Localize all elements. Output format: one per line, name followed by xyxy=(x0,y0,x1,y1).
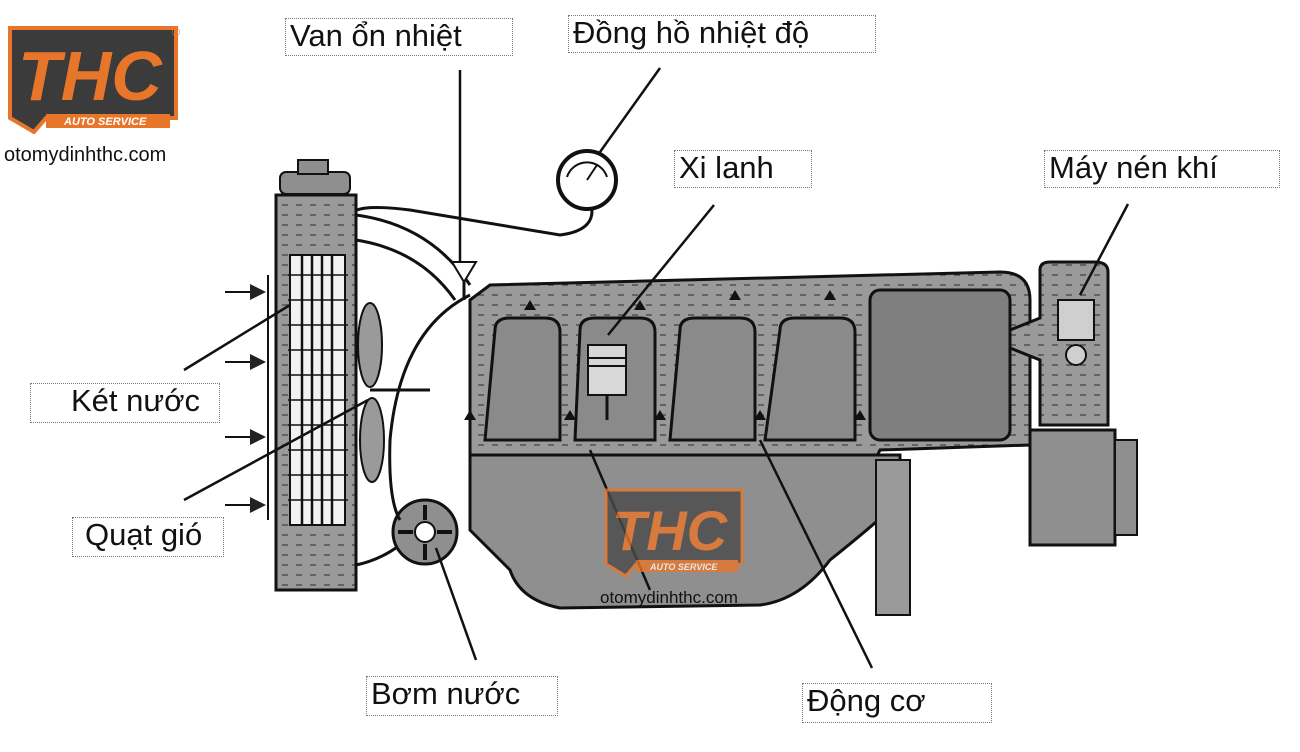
logo-sub: AUTO SERVICE xyxy=(63,116,147,128)
water-pump xyxy=(391,498,459,566)
piston xyxy=(587,344,627,420)
label-temperature-gauge: Đồng hồ nhiệt độ xyxy=(568,15,876,53)
label-water-pump: Bơm nước xyxy=(366,676,558,716)
label-air-compressor: Máy nén khí xyxy=(1044,150,1280,188)
air-compressor xyxy=(1008,260,1138,547)
label-thermostat: Van ổn nhiệt xyxy=(285,18,513,56)
watermark-sub: AUTO SERVICE xyxy=(649,562,718,572)
radiator xyxy=(225,159,472,592)
watermark-website: otomydinhthc.com xyxy=(600,588,738,607)
label-cylinder: Xi lanh xyxy=(674,150,812,188)
watermark-logo: THC AUTO SERVICE xyxy=(602,486,748,578)
label-radiator: Két nước xyxy=(30,383,220,423)
label-fan: Quạt gió xyxy=(72,517,224,557)
logo-letters: THC xyxy=(18,37,163,115)
label-engine: Động cơ xyxy=(802,683,992,723)
thermostat xyxy=(450,261,478,300)
brand-website: otomydinhthc.com xyxy=(4,144,167,166)
brand-logo: THC AUTO SERVICE ® xyxy=(6,22,186,134)
watermark-letters: THC xyxy=(612,499,729,562)
fan xyxy=(357,302,430,483)
temperature-gauge xyxy=(556,149,618,211)
registered-mark: ® xyxy=(172,27,180,39)
